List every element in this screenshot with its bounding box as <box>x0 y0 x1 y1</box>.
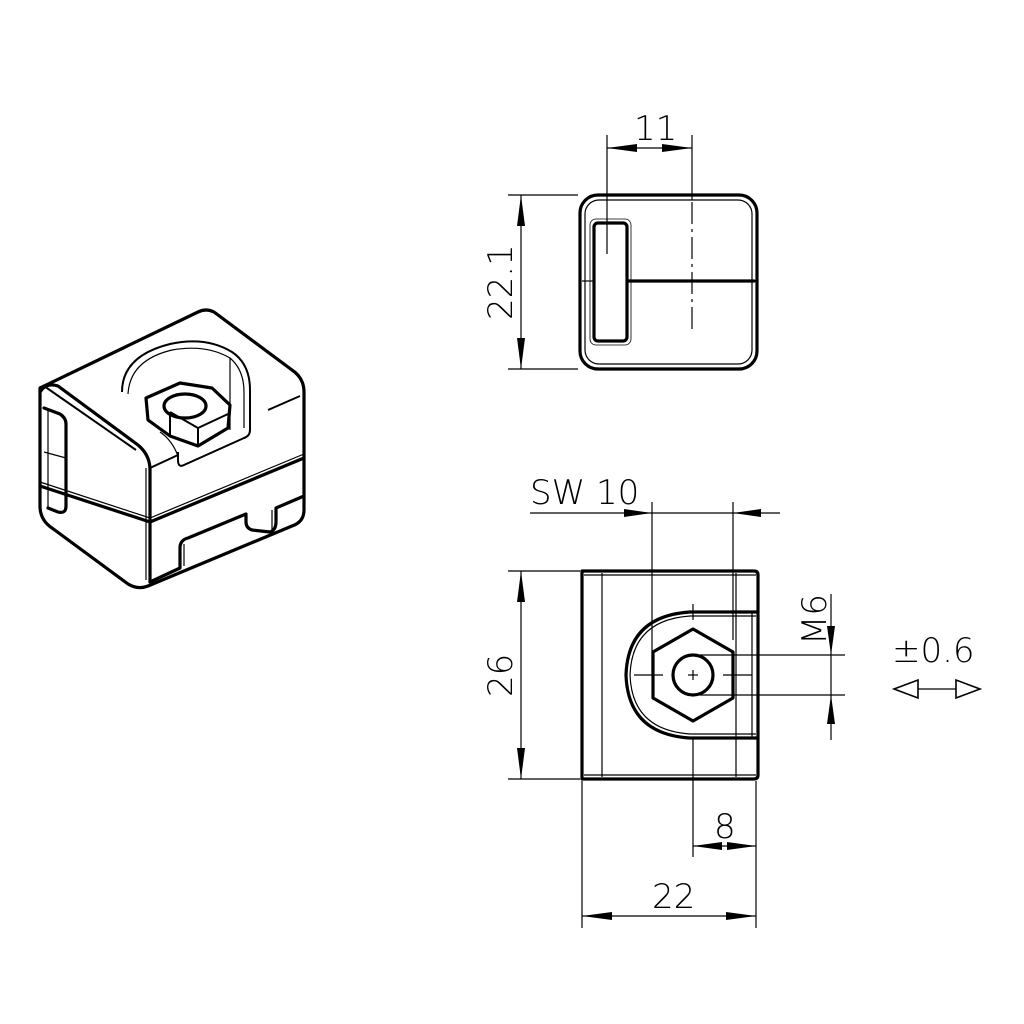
double-arrow-icon <box>891 678 983 700</box>
tolerance-annotation: ±0.6 <box>891 631 983 700</box>
dim-sw10: SW 10 <box>530 473 639 513</box>
dim-11: 11 <box>634 109 677 149</box>
dim-8: 8 <box>714 807 736 847</box>
dim-22: 22 <box>652 877 695 917</box>
dim-26: 26 <box>481 654 521 697</box>
isometric-view <box>38 308 306 590</box>
tolerance-value: ±0.6 <box>892 631 975 671</box>
top-view: 11 22.1 <box>481 109 759 371</box>
dim-m6: M6 <box>795 594 835 645</box>
dim-22-1: 22.1 <box>481 244 521 320</box>
front-view: M6 SW 10 26 8 22 <box>481 473 845 928</box>
